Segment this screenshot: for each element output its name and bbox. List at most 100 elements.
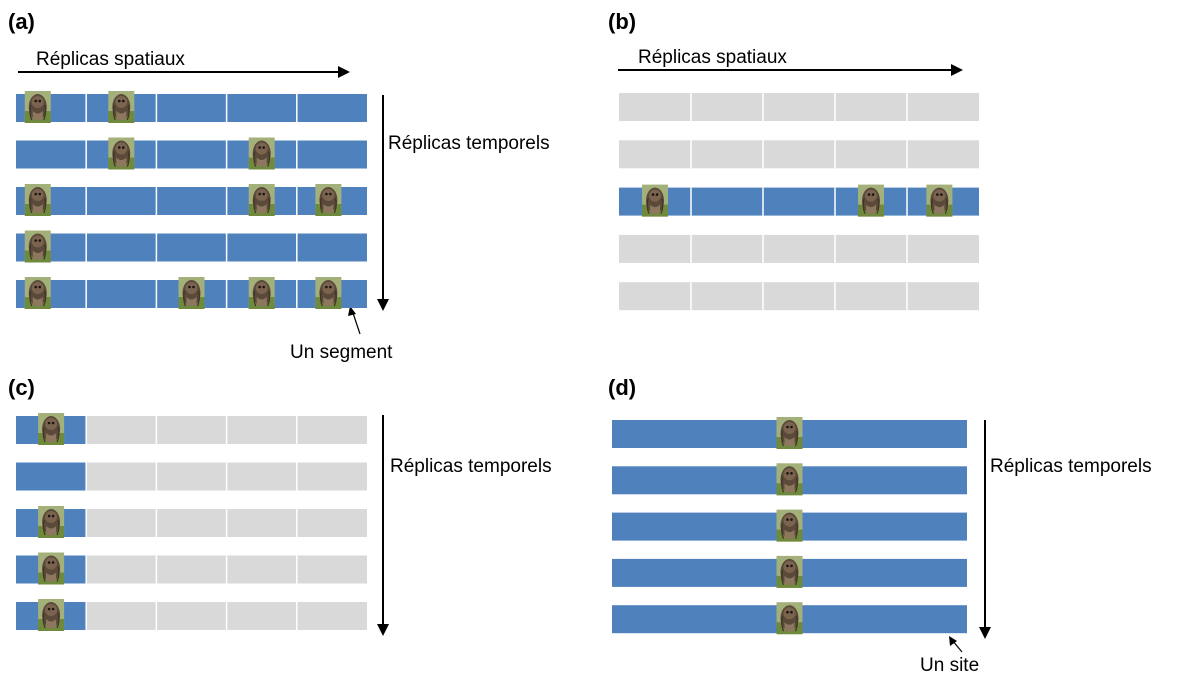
panel-c-row-2-segment-2 (86, 462, 157, 491)
panel-c-row-5-segment-5 (296, 602, 367, 630)
panel-a-row-1-segment-5 (296, 94, 367, 122)
panel-a-spatial-label: Réplicas spatiaux (36, 49, 185, 70)
panel-b-spatial-label: Réplicas spatiaux (638, 47, 787, 68)
panel-a-row-2-segment-5 (296, 140, 367, 169)
panel-a-row-3-segment-2 (86, 187, 157, 215)
panel-c-row-4-segment-2 (86, 555, 157, 584)
panel-a-row-4-segment-3 (156, 233, 227, 262)
bird-photo-icon (775, 416, 804, 450)
panel-b-grid (619, 93, 979, 311)
panel-a-segment-label: Un segment (290, 342, 393, 363)
panel-c-temporal-label: Réplicas temporels (390, 456, 552, 477)
panel-c-row-2-segment-1 (16, 462, 87, 491)
bird-photo-icon (37, 412, 65, 446)
bird-photo-icon (775, 462, 804, 496)
panel-b-row-3-segment-2 (691, 187, 763, 216)
panel-b-row-5-segment-1 (619, 282, 691, 311)
panel-d-temporal-arrowhead (979, 627, 991, 639)
bird-photo-icon (37, 551, 65, 586)
bird-photo-icon (107, 136, 135, 171)
panel-d-site-pointer-head (949, 636, 957, 646)
panel-b-row-5-segment-2 (691, 282, 763, 311)
panel-d-letter: (d) (608, 375, 636, 400)
panel-b-row-2-segment-5 (907, 140, 979, 169)
panel-b-row-1-segment-5 (907, 93, 979, 121)
panel-d-grid (612, 416, 967, 635)
panel-b-spatial-arrowhead (951, 64, 963, 76)
bird-photo-icon (775, 509, 804, 543)
panel-a-row-4-segment-5 (296, 233, 367, 262)
bird-photo-icon (24, 229, 52, 264)
panel-c-row-3-segment-2 (86, 509, 157, 537)
bird-photo-icon (775, 555, 804, 589)
bird-photo-icon (925, 184, 954, 218)
panel-c-row-2-segment-4 (226, 462, 297, 491)
panel-b-row-1-segment-2 (691, 93, 763, 121)
panel-a-grid (16, 90, 367, 310)
panel-b-row-5-segment-3 (763, 282, 835, 311)
panel-c-row-5-segment-2 (86, 602, 157, 630)
bird-photo-icon (314, 183, 342, 217)
bird-photo-icon (24, 276, 52, 310)
panel-b-row-3-segment-3 (763, 187, 835, 216)
bird-photo-icon (177, 276, 206, 310)
panel-a-temporal-label: Réplicas temporels (388, 133, 550, 154)
panel-c-row-1-segment-4 (226, 416, 297, 444)
bird-photo-icon (248, 276, 276, 310)
panel-c-row-5-segment-4 (226, 602, 297, 630)
panel-c-grid (16, 412, 367, 632)
panel-c-row-2-segment-3 (156, 462, 227, 491)
panel-b-row-1-segment-3 (763, 93, 835, 121)
panel-d-temporal-label: Réplicas temporels (990, 456, 1152, 477)
bird-photo-icon (24, 90, 52, 124)
panel-c-letter: (c) (8, 375, 35, 400)
panel-c-row-2-segment-5 (296, 462, 367, 491)
bird-photo-icon (314, 276, 342, 310)
panel-b-row-1-segment-1 (619, 93, 691, 121)
panel-b-row-4-segment-5 (907, 234, 979, 263)
bird-photo-icon (857, 184, 885, 218)
panel-c-row-3-segment-3 (156, 509, 227, 537)
panel-b-row-2-segment-2 (691, 140, 763, 169)
panel-b-row-4-segment-4 (835, 234, 907, 263)
panel-b-row-1-segment-4 (835, 93, 907, 121)
bird-photo-icon (37, 505, 65, 539)
bird-photo-icon (641, 184, 669, 218)
panel-b-row-2-segment-3 (763, 140, 835, 169)
panel-b-row-4-segment-1 (619, 234, 691, 263)
panel-d-site-label: Un site (920, 655, 979, 675)
panel-c-row-4-segment-4 (226, 555, 297, 584)
bird-photo-icon (248, 136, 276, 171)
panel-a-temporal-arrowhead (377, 299, 389, 311)
panel-c-row-1-segment-2 (86, 416, 157, 444)
bird-photo-icon (107, 90, 135, 124)
panel-c-row-3-segment-4 (226, 509, 297, 537)
panel-c-row-1-segment-3 (156, 416, 227, 444)
panel-a-row-4-segment-2 (86, 233, 157, 262)
panel-c-row-3-segment-5 (296, 509, 367, 537)
panel-b-row-2-segment-1 (619, 140, 691, 169)
panel-b-row-2-segment-4 (835, 140, 907, 169)
bird-photo-icon (248, 183, 276, 217)
bird-photo-icon (775, 601, 804, 635)
panel-b-row-4-segment-3 (763, 234, 835, 263)
panel-a-row-2-segment-3 (156, 140, 227, 169)
panel-a-row-2-segment-1 (16, 140, 87, 169)
panel-c-row-5-segment-3 (156, 602, 227, 630)
panel-c-row-1-segment-5 (296, 416, 367, 444)
panel-a-row-1-segment-3 (156, 94, 227, 122)
panel-a-row-4-segment-4 (226, 233, 297, 262)
panel-c-row-4-segment-3 (156, 555, 227, 584)
panel-b-row-4-segment-2 (691, 234, 763, 263)
panel-c-temporal-arrowhead (377, 624, 389, 636)
panel-b-row-5-segment-5 (907, 282, 979, 311)
panel-a-row-1-segment-4 (226, 94, 297, 122)
panel-c-row-4-segment-5 (296, 555, 367, 584)
panel-a-row-3-segment-3 (156, 187, 227, 215)
panel-a-segment-pointer-head (348, 306, 356, 316)
bird-photo-icon (37, 598, 65, 632)
panel-b-letter: (b) (608, 9, 636, 34)
panel-b-row-5-segment-4 (835, 282, 907, 311)
bird-photo-icon (24, 183, 52, 217)
